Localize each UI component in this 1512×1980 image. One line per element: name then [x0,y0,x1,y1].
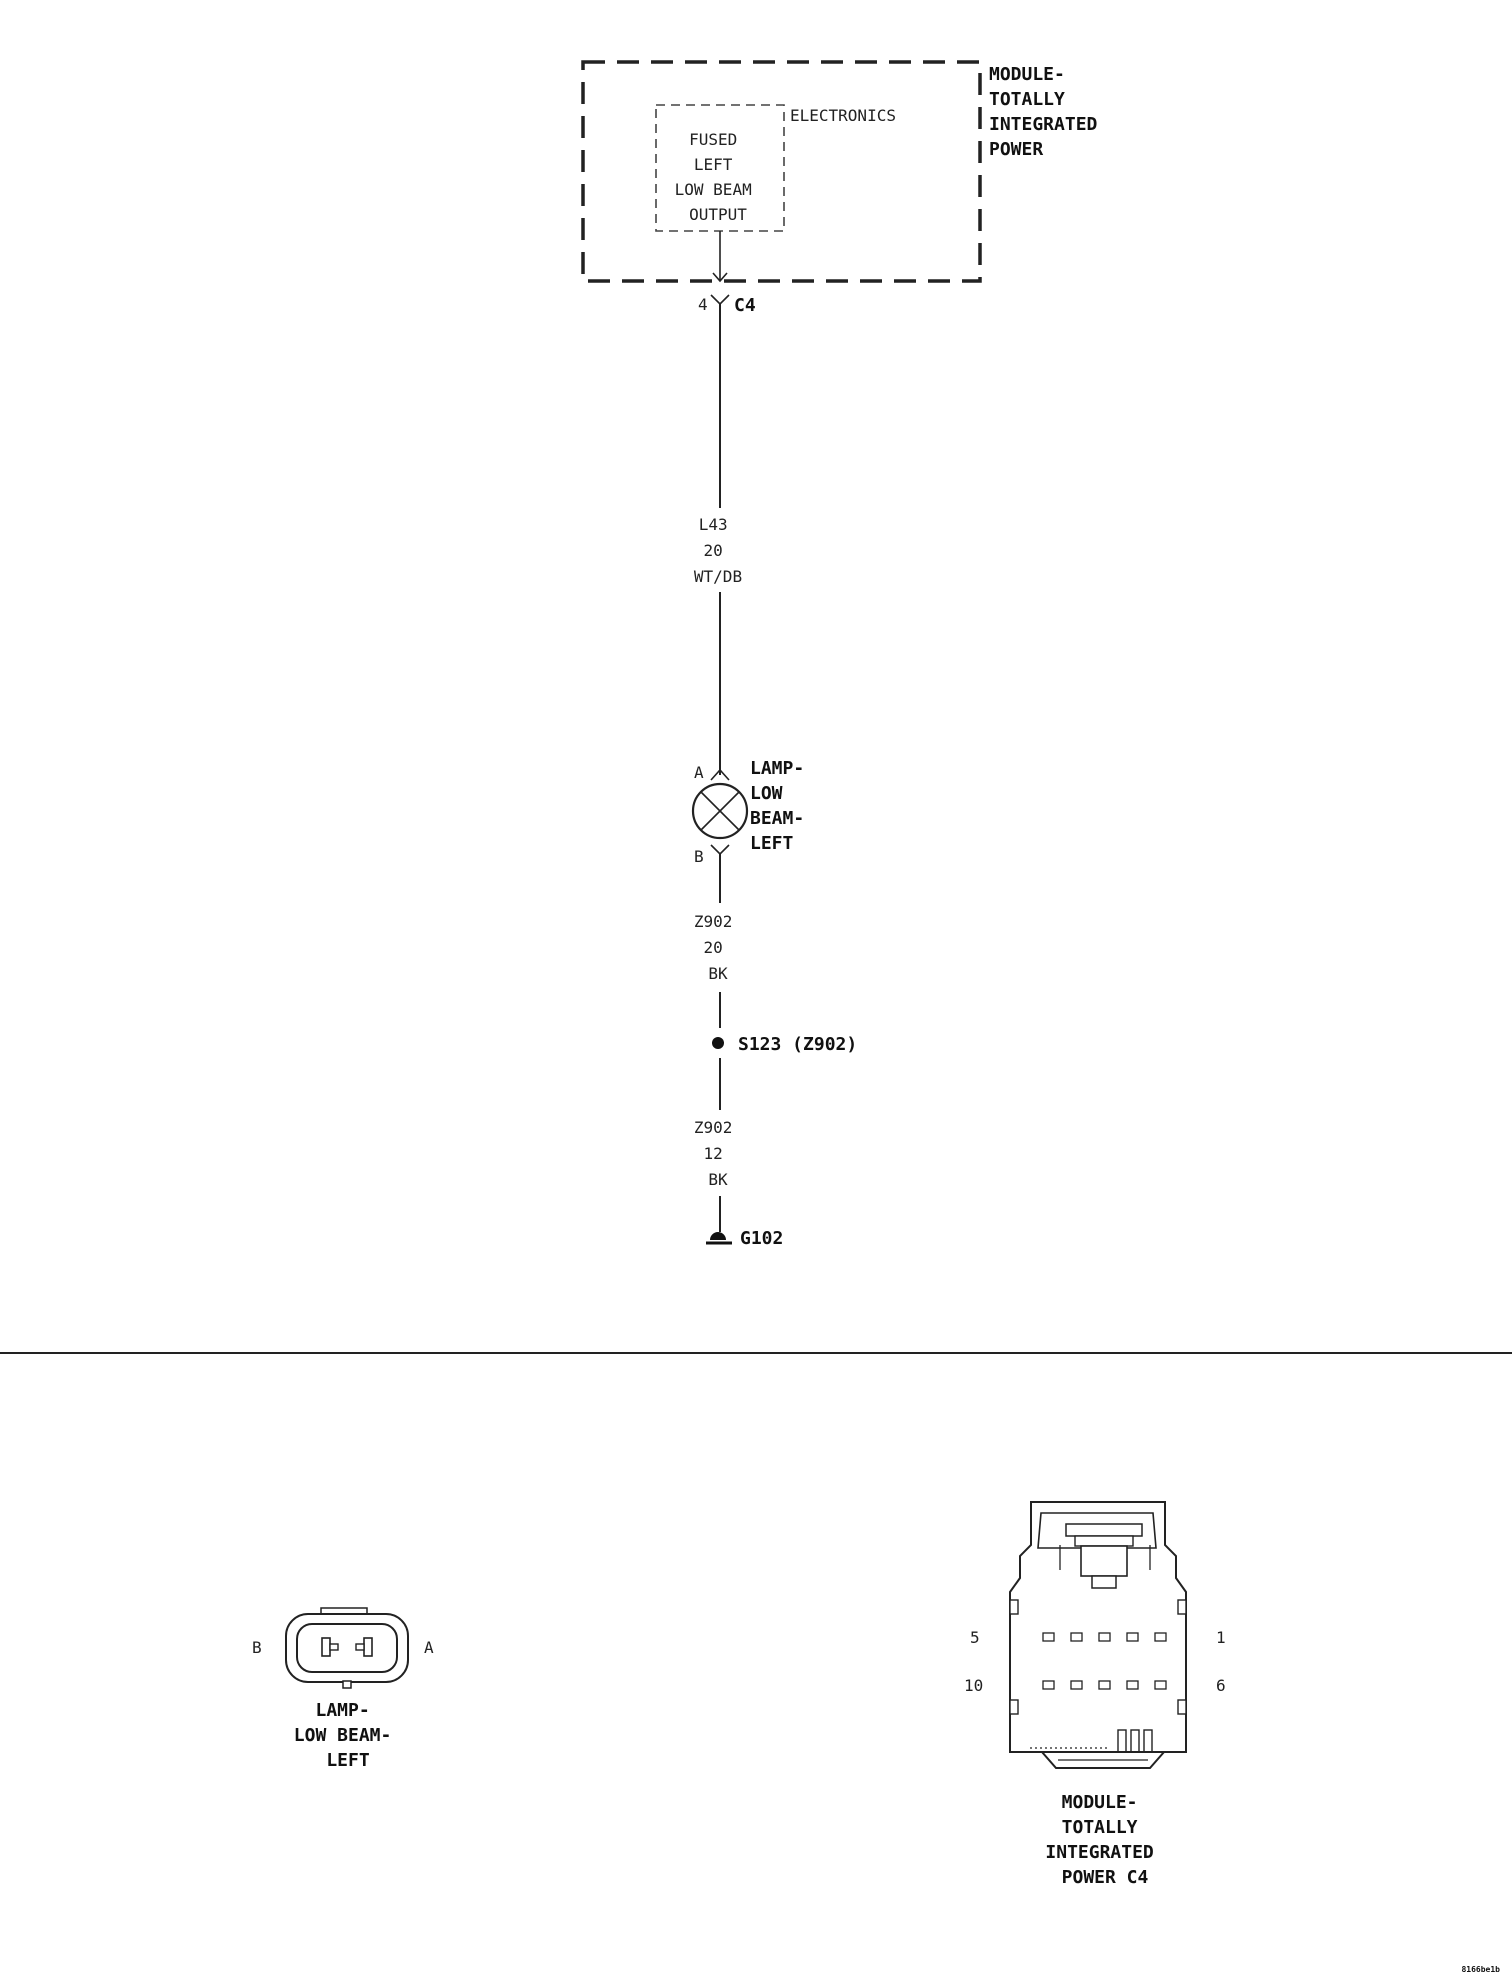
lamp-cross-icon [700,791,740,831]
lamp-pin-b-connector-icon [710,844,730,856]
module-c4-connector-view [1009,1501,1187,1769]
module-connector-name: MODULE- TOTALLY INTEGRATED POWER C4 [1045,1792,1164,1888]
ground-label: G102 [740,1228,783,1249]
lamp-name: LAMP- LOW BEAM- LEFT [750,758,815,854]
splice-label: S123 (Z902) [738,1034,857,1055]
ground-icon [710,1232,726,1240]
module-connector-pin-1: 1 [1216,1628,1226,1647]
module-pin-number: 4 [698,295,708,314]
lamp-connector-pin-b: B [252,1638,262,1657]
output-arrow-icon [712,272,728,283]
wire-z902-12-label: Z902 12 BK [694,1118,742,1189]
figure-id: 8166be1b [1461,1965,1500,1974]
module-outline [581,60,982,283]
module-connector-label: C4 [734,295,756,316]
lamp-connector-pin-a: A [424,1638,434,1657]
module-connector-pin-6: 6 [1216,1676,1226,1695]
output-label: FUSED LEFT LOW BEAM OUTPUT [675,130,762,224]
module-connector-c4-icon [710,294,730,306]
wire-l43-label: L43 20 WT/DB [694,515,742,586]
lamp-terminal-b-icon [321,1637,331,1657]
electronics-label: ELECTRONICS [790,106,896,125]
wire-z902-20-label: Z902 20 BK [694,912,742,983]
module-name: MODULE- TOTALLY INTEGRATED POWER [989,64,1108,160]
module-connector-pin-5: 5 [970,1628,980,1647]
lamp-connector-view [285,1607,409,1689]
module-connector-pin-10: 10 [964,1676,983,1695]
lamp-pin-b: B [694,847,704,866]
lamp-connector-name: LAMP- LOW BEAM- LEFT [294,1700,402,1771]
lamp-terminal-a-icon [363,1637,373,1657]
lamp-pin-a-connector-icon [710,768,730,781]
lamp-pin-a: A [694,763,704,782]
splice-dot-icon [712,1037,724,1049]
